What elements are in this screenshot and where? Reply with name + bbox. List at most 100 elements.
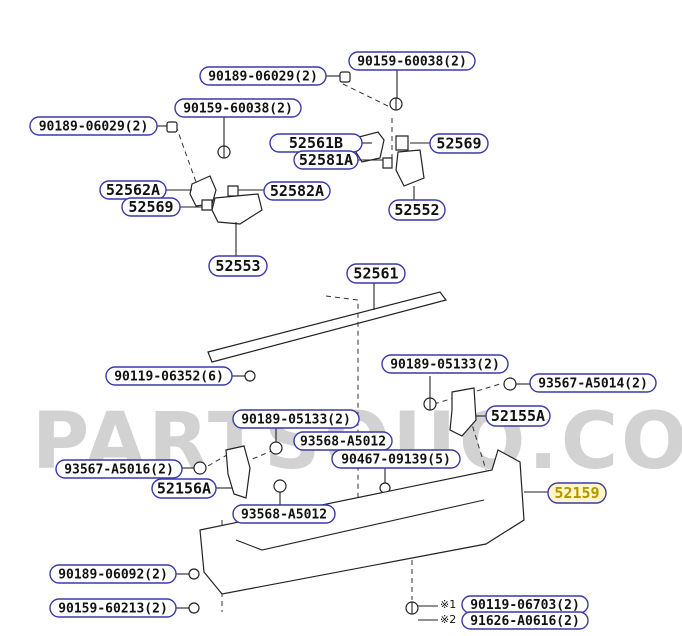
ref-mark-1: ※1 — [440, 598, 456, 611]
screw-icon — [188, 602, 200, 614]
callout-pill[interactable] — [121, 197, 181, 217]
side-bracket-52155a-part — [449, 387, 477, 437]
callout-pill[interactable] — [388, 199, 446, 221]
part-number-callout[interactable]: 52561 — [346, 263, 406, 284]
part-number-callout[interactable]: 90119-06703(2) — [461, 595, 589, 614]
callout-pill[interactable] — [151, 478, 217, 499]
guide-line — [433, 383, 501, 405]
callout-pill[interactable] — [174, 98, 302, 118]
callout-label: 90159-60038(2) — [183, 102, 293, 117]
callout-label: 90119-06352(6) — [114, 370, 224, 385]
part-number-callout[interactable]: 52156A — [151, 478, 217, 499]
callout-pill[interactable] — [461, 611, 589, 630]
part-number-callout[interactable]: 90189-06029(2) — [199, 66, 327, 86]
callout-label: 52156A — [157, 480, 211, 498]
callout-pill[interactable] — [55, 459, 183, 479]
guide-line — [249, 449, 275, 461]
callout-pill[interactable] — [331, 449, 461, 469]
part-number-callout[interactable]: 52159 — [547, 482, 607, 504]
part-number-callout[interactable]: 91626-A0616(2) — [461, 611, 589, 630]
callout-pill[interactable] — [49, 564, 177, 584]
callout-pill[interactable] — [263, 181, 331, 201]
callout-pill[interactable] — [346, 263, 406, 284]
part-number-callout[interactable]: 90189-05133(2) — [232, 409, 360, 429]
callout-label: 52562A — [106, 181, 160, 199]
callout-label: 52553 — [215, 257, 260, 275]
callout-label: 52552 — [394, 201, 439, 219]
part-number-callout[interactable]: 90189-06092(2) — [49, 564, 177, 584]
callout-pill[interactable] — [199, 66, 327, 86]
callout-label: 90189-05133(2) — [390, 358, 500, 373]
callout-label: 52582A — [270, 182, 324, 200]
part-number-callout[interactable]: 93567-A5016(2) — [55, 459, 183, 479]
part-number-callout[interactable]: 93568-A5012 — [293, 431, 393, 451]
clip-icon — [273, 479, 287, 493]
part-number-callout[interactable]: 90189-05133(2) — [381, 354, 509, 374]
callout-pill[interactable] — [348, 51, 476, 71]
part-number-callout[interactable]: 90467-09139(5) — [331, 449, 461, 469]
part-number-callout[interactable]: 90159-60038(2) — [174, 98, 302, 118]
callout-label: 52155A — [491, 407, 545, 425]
part-number-callout[interactable]: 90159-60038(2) — [348, 51, 476, 71]
callout-label: 93567-A5016(2) — [64, 463, 174, 478]
clip-icon — [193, 461, 207, 475]
callout-pill[interactable] — [232, 504, 336, 524]
clip-52581a-part — [382, 157, 393, 169]
part-number-callout[interactable]: 52553 — [208, 255, 268, 277]
part-number-callout[interactable]: 52552 — [388, 199, 446, 221]
bumper-cover-52159-part — [199, 449, 525, 595]
part-number-callout[interactable]: 52581A — [293, 150, 359, 170]
part-number-callout[interactable]: 90159-60213(2) — [49, 598, 177, 618]
clip-52582a-part — [227, 185, 239, 197]
screw-icon — [217, 145, 231, 159]
callout-label: 90189-05133(2) — [241, 413, 351, 428]
callout-label: 90159-60213(2) — [58, 602, 168, 617]
screw-icon — [269, 441, 283, 455]
callout-pill[interactable] — [529, 373, 657, 393]
callout-label: 90467-09139(5) — [341, 453, 451, 468]
guide-line — [175, 125, 197, 183]
callout-pill[interactable] — [429, 133, 489, 154]
callout-label: 90189-06029(2) — [208, 70, 318, 85]
screw-icon — [244, 370, 256, 382]
callout-label: 90189-06092(2) — [58, 568, 168, 583]
part-number-callout[interactable]: 90189-06029(2) — [29, 116, 158, 136]
part-number-callout[interactable]: 52569 — [429, 133, 489, 154]
screw-icon — [405, 601, 419, 615]
callout-label: 91626-A0616(2) — [470, 614, 580, 629]
callout-label: 52159 — [554, 484, 599, 502]
part-number-callout[interactable]: 93568-A5012 — [232, 504, 336, 524]
callout-pill[interactable] — [49, 598, 177, 618]
part-number-callout[interactable]: 52561B — [269, 133, 363, 153]
callout-label: 52561B — [289, 134, 343, 152]
callout-pill[interactable] — [105, 366, 233, 386]
screw-icon — [166, 121, 178, 133]
callout-label: 93568-A5012 — [300, 435, 386, 450]
callout-pill[interactable] — [485, 405, 551, 427]
callout-pill[interactable] — [29, 116, 158, 136]
part-number-callout[interactable]: 52562A — [99, 180, 167, 200]
callout-pill[interactable] — [232, 409, 360, 429]
part-number-callout[interactable]: 52569 — [121, 197, 181, 217]
callout-label: 93568-A5012 — [241, 508, 327, 523]
callout-pill[interactable] — [208, 255, 268, 277]
callout-label: 90159-60038(2) — [357, 55, 467, 70]
callout-label: 52561 — [353, 265, 398, 283]
part-number-callout[interactable]: 93567-A5014(2) — [529, 373, 657, 393]
clip-52569-part — [395, 135, 409, 151]
part-number-callout[interactable]: 52155A — [485, 405, 551, 427]
screw-icon — [339, 71, 351, 83]
callout-pill[interactable] — [293, 150, 359, 170]
callout-label: 52581A — [299, 151, 353, 169]
clip-icon — [503, 377, 517, 391]
ref-mark-2: ※2 — [440, 613, 456, 626]
bumper-contour-line — [235, 499, 485, 551]
callout-pill[interactable] — [547, 482, 607, 504]
part-number-callout[interactable]: 52582A — [263, 181, 331, 201]
callout-pill[interactable] — [381, 354, 509, 374]
callout-label: 90189-06029(2) — [39, 120, 149, 135]
callout-label: 93567-A5014(2) — [538, 377, 648, 392]
part-number-callout[interactable]: 90119-06352(6) — [105, 366, 233, 386]
